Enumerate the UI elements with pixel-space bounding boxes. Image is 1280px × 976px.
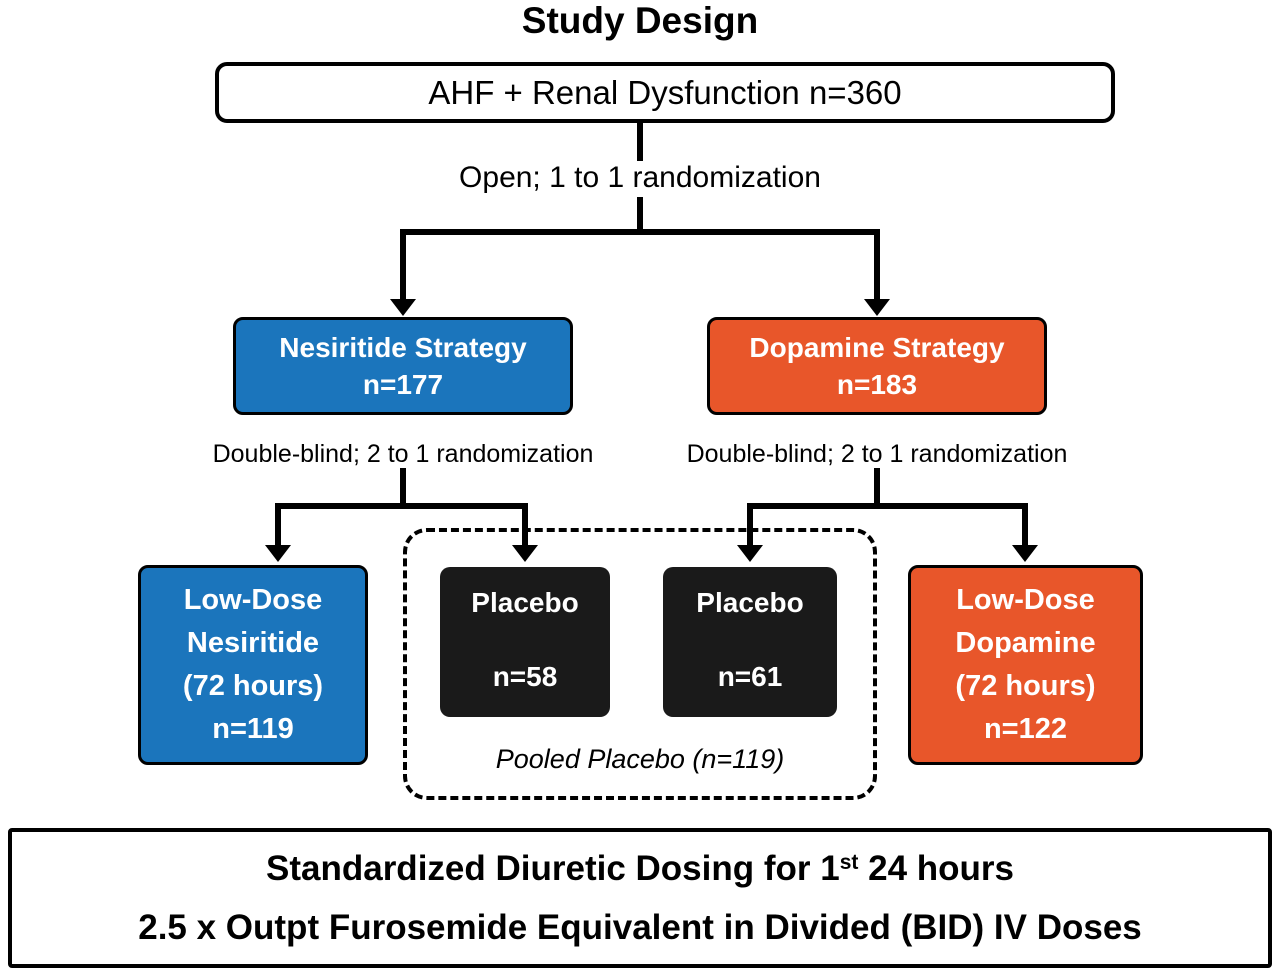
diuretic-dosing-banner: Standardized Diuretic Dosing for 1st 24 … bbox=[8, 828, 1272, 968]
banner-superscript: st bbox=[839, 851, 859, 874]
nesiritide-placebo-box: Placebo n=58 bbox=[440, 567, 610, 717]
dopamine-arm-box: Low-Dose Dopamine (72 hours) n=122 bbox=[908, 565, 1143, 765]
arm-line: (72 hours) bbox=[182, 670, 324, 702]
arm-line: Low-Dose bbox=[183, 584, 323, 616]
connector-line bbox=[637, 121, 643, 161]
arrow-down-icon bbox=[737, 545, 763, 562]
connector-line bbox=[874, 468, 880, 507]
diagram-title: Study Design bbox=[521, 0, 759, 41]
placebo-label: Placebo bbox=[471, 587, 579, 618]
pooled-placebo-label: Pooled Placebo (n=119) bbox=[495, 744, 785, 774]
arrow-stem bbox=[275, 503, 281, 547]
arrow-down-icon bbox=[864, 299, 890, 316]
connector-line bbox=[400, 468, 406, 507]
arrow-stem bbox=[522, 503, 528, 547]
arm-line: n=119 bbox=[212, 713, 294, 745]
branch-line-top bbox=[400, 229, 880, 235]
banner-line-1-text: Standardized Diuretic Dosing for 1 bbox=[266, 848, 840, 888]
arm-line: Nesiritide bbox=[186, 627, 320, 659]
arrow-stem bbox=[747, 503, 753, 547]
nesiritide-strategy-n: n=177 bbox=[362, 369, 444, 400]
banner-line-1: Standardized Diuretic Dosing for 1st 24 … bbox=[266, 842, 1014, 901]
banner-line-2: 2.5 x Outpt Furosemide Equivalent in Div… bbox=[138, 907, 1142, 947]
nesiritide-arm-box: Low-Dose Nesiritide (72 hours) n=119 bbox=[138, 565, 368, 765]
nesiritide-strategy-box: Nesiritide Strategy n=177 bbox=[233, 317, 573, 415]
arm-line: n=122 bbox=[983, 713, 1068, 745]
arrow-down-icon bbox=[265, 545, 291, 562]
enrollment-label: AHF + Renal Dysfunction n=360 bbox=[428, 73, 902, 111]
placebo-n: n=61 bbox=[717, 661, 783, 692]
arrow-stem bbox=[1022, 503, 1028, 547]
dopamine-randomization-label: Double-blind; 2 to 1 randomization bbox=[686, 440, 1068, 468]
arrow-down-icon bbox=[512, 545, 538, 562]
enrollment-box: AHF + Renal Dysfunction n=360 bbox=[215, 62, 1115, 123]
open-randomization-label: Open; 1 to 1 randomization bbox=[459, 161, 821, 194]
dopamine-strategy-label: Dopamine Strategy bbox=[749, 332, 1005, 363]
dopamine-strategy-box: Dopamine Strategy n=183 bbox=[707, 317, 1047, 415]
pooled-placebo-group bbox=[403, 528, 877, 800]
arrow-stem-nesiritide bbox=[400, 229, 406, 301]
arrow-down-icon bbox=[390, 299, 416, 316]
banner-line-1-tail: 24 hours bbox=[858, 848, 1014, 888]
arrow-stem-dopamine bbox=[874, 229, 880, 301]
nesiritide-strategy-label: Nesiritide Strategy bbox=[279, 332, 527, 363]
placebo-n: n=58 bbox=[492, 661, 558, 692]
nesiritide-randomization-label: Double-blind; 2 to 1 randomization bbox=[212, 440, 594, 468]
branch-line-nesiritide bbox=[275, 503, 528, 509]
arm-line: (72 hours) bbox=[955, 670, 1096, 702]
branch-line-dopamine bbox=[747, 503, 1028, 509]
dopamine-placebo-box: Placebo n=61 bbox=[663, 567, 837, 717]
dopamine-strategy-n: n=183 bbox=[836, 369, 918, 400]
connector-line bbox=[637, 197, 643, 234]
placebo-label: Placebo bbox=[696, 587, 804, 618]
arm-line: Dopamine bbox=[955, 627, 1096, 659]
arm-line: Low-Dose bbox=[956, 584, 1095, 616]
arrow-down-icon bbox=[1012, 545, 1038, 562]
